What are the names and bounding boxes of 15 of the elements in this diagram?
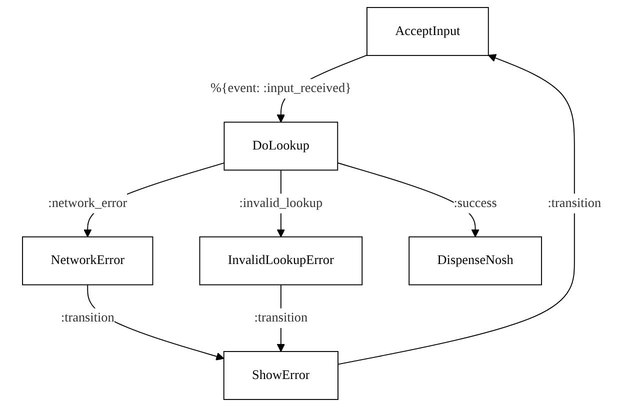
edge-label: %{event: :input_received} <box>210 82 352 96</box>
edge-label: :invalid_lookup <box>238 196 322 211</box>
arrow <box>336 162 480 238</box>
node-box: InvalidLookupError <box>198 236 362 286</box>
arrow <box>337 54 575 365</box>
edge-label: :transition <box>547 196 601 211</box>
edge-label: :success <box>453 196 497 211</box>
node-box: DispenseNosh <box>408 236 542 286</box>
edge-label: :transition <box>254 311 308 326</box>
edge-label: :network_error <box>48 196 127 211</box>
edge-label: :transition <box>60 311 114 326</box>
node-box: NetworkError <box>22 236 153 286</box>
node-box: DoLookup <box>223 122 338 171</box>
node-box: AcceptInput <box>366 7 489 56</box>
node-box: ShowError <box>223 351 338 400</box>
